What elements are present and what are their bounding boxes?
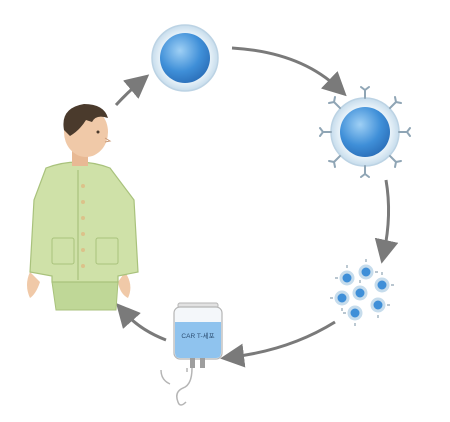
cell-cluster-icon: [330, 259, 394, 326]
cycle-arrows: [114, 46, 399, 368]
patient-figure: [27, 104, 139, 311]
arrow-tcell-to-cart: [231, 46, 347, 97]
arrow-cart-to-cluster: [374, 179, 399, 264]
t-cell-icon: [151, 24, 219, 92]
bag-label: CAR T-세포: [181, 331, 214, 340]
iv-bag-icon: CAR T-세포: [160, 302, 223, 406]
car-t-cell-icon: [319, 86, 411, 178]
arrow-patient-to-tcell: [114, 74, 150, 107]
arrow-cluster-to-bag: [220, 320, 336, 368]
arrow-bag-to-patient: [116, 303, 167, 342]
